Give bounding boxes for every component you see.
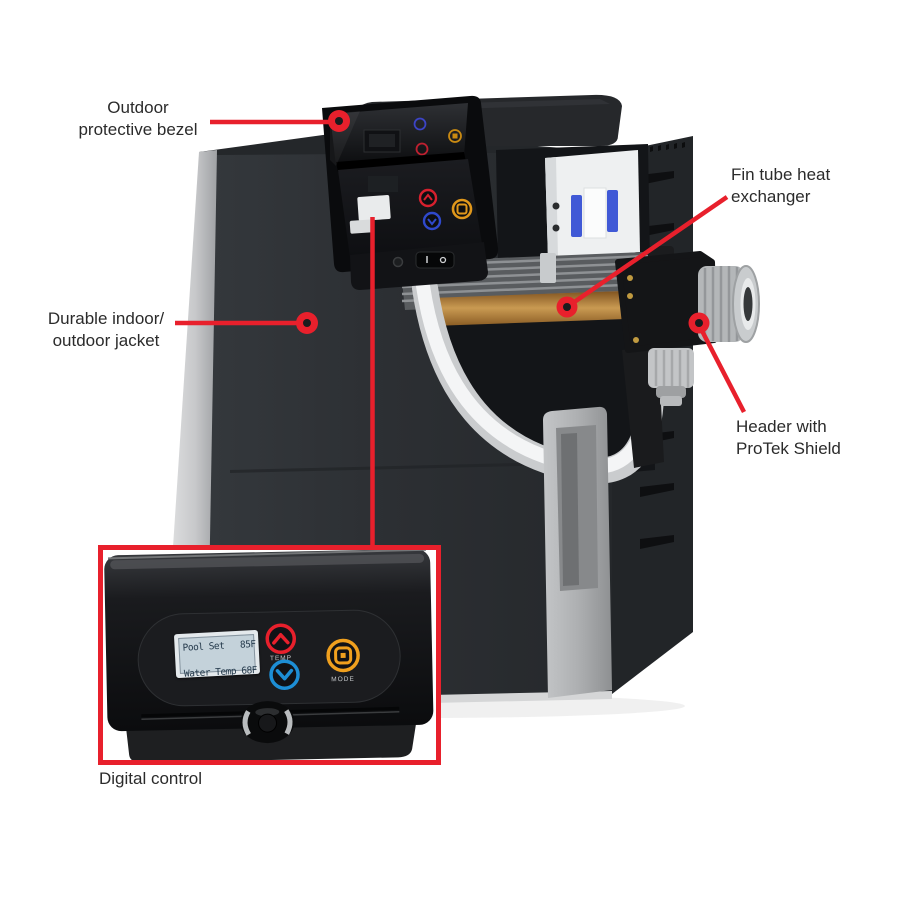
callout-text: exchanger [731, 187, 811, 206]
callout-text: Header with [736, 417, 827, 436]
callout-text: Fin tube heat [731, 165, 831, 184]
digital-control-inset [100, 546, 439, 764]
callout-line-fin [565, 195, 729, 309]
corner-column [543, 406, 612, 698]
inset-red-border [98, 545, 441, 765]
callout-text: Outdoor [107, 98, 169, 117]
temp-up-button [265, 623, 297, 655]
callout-label-outdoor-bezel: Outdoor protective bezel [54, 97, 222, 141]
callout-label-fin-tube: Fin tube heat exchanger [731, 164, 881, 208]
mode-button-label: MODE [331, 675, 355, 684]
callout-text: outdoor jacket [52, 331, 160, 350]
callout-label-header: Header with ProTek Shield [736, 416, 886, 460]
callout-line-header [697, 323, 746, 414]
callout-lines [98, 119, 746, 765]
lcd-display: Pool Set 85F Water Temp 68F [173, 629, 261, 680]
temp-button-label: TEMP [269, 654, 293, 663]
temp-down-button [269, 659, 300, 690]
header-assembly [615, 246, 760, 468]
callout-marker-holes [303, 117, 703, 327]
callout-text: ProTek Shield [736, 439, 841, 458]
callout-label-jacket: Durable indoor/ outdoor jacket [30, 308, 182, 352]
control-bezel [322, 95, 499, 290]
lcd-screen: Pool Set 85F Water Temp 68F [178, 634, 257, 680]
inset-caption: Digital control [99, 769, 202, 788]
control-knob [240, 701, 295, 744]
callout-text: Durable indoor/ [47, 309, 165, 328]
mode-button [326, 638, 360, 673]
callout-text: protective bezel [78, 120, 198, 139]
lcd-line-1: Pool Set 85F [182, 638, 256, 654]
